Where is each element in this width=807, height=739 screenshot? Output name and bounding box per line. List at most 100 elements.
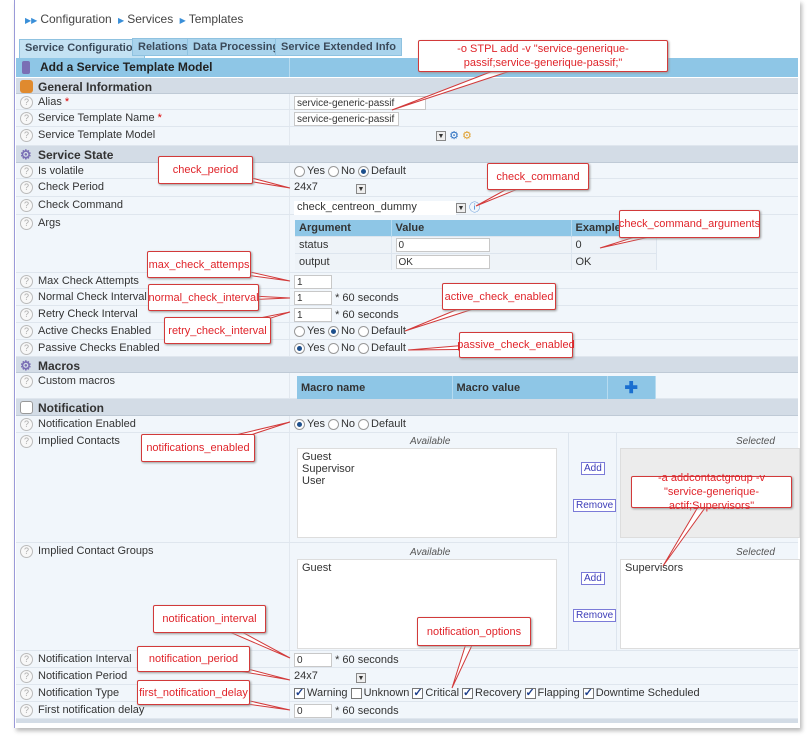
radio-no[interactable]	[327, 342, 339, 354]
max-check-attempts-input[interactable]: 1	[294, 275, 332, 289]
radio-yes[interactable]	[294, 342, 305, 354]
info-icon[interactable]: ⓘ	[469, 202, 481, 214]
help-icon[interactable]: ?	[20, 217, 33, 230]
row-max-check-attempts: ? Max Check Attempts 1	[16, 273, 798, 289]
radio-default[interactable]	[358, 165, 370, 177]
chevron-down-icon[interactable]: ▼	[456, 203, 466, 214]
checkbox-label: Warning	[307, 687, 348, 700]
checkbox-warning[interactable]: ✓	[294, 686, 305, 699]
breadcrumb-configuration[interactable]: Configuration	[40, 12, 112, 26]
label: Max Check Attempts	[38, 275, 139, 287]
checkbox-critical[interactable]: ✓	[412, 686, 424, 699]
groups-selected-list[interactable]: Supervisors	[620, 559, 800, 649]
notification-period-select[interactable]: 24x7	[294, 670, 318, 682]
help-icon[interactable]: ?	[20, 275, 33, 288]
help-icon[interactable]: ?	[20, 325, 33, 338]
radio-default[interactable]	[358, 325, 370, 337]
gear-icon[interactable]: ⚙	[462, 130, 472, 142]
help-icon[interactable]: ?	[20, 704, 33, 717]
list-item[interactable]: Guest	[302, 562, 332, 574]
help-icon[interactable]: ?	[20, 342, 33, 355]
checkbox-flapping[interactable]: ✓	[524, 686, 536, 699]
help-icon[interactable]: ?	[20, 670, 33, 683]
normal-interval-input[interactable]: 1	[294, 291, 332, 305]
add-button[interactable]: Add	[581, 572, 605, 585]
annotation-callout: notification_period	[137, 646, 250, 672]
breadcrumb-templates[interactable]: Templates	[188, 12, 244, 26]
annotation-callout: notifications_enabled	[141, 434, 255, 462]
radio-no[interactable]	[327, 165, 339, 177]
label: First notification delay	[38, 704, 145, 716]
first-delay-input[interactable]: 0	[294, 704, 332, 718]
label: Active Checks Enabled	[38, 325, 152, 337]
tab-service-extended-info[interactable]: Service Extended Info	[275, 38, 402, 56]
list-item[interactable]: Supervisors	[625, 562, 684, 574]
column-header: Macro value	[452, 376, 608, 400]
label: Check Period	[38, 181, 105, 193]
notification-interval-input[interactable]: 0	[294, 653, 332, 667]
template-model-select[interactable]: ▼	[436, 131, 446, 142]
section-title: General Information	[38, 80, 153, 94]
template-name-input[interactable]: service-generic-passif	[294, 112, 399, 126]
tab-data-processing[interactable]: Data Processing	[187, 38, 286, 56]
column-header: Argument	[295, 220, 392, 237]
help-icon[interactable]: ?	[20, 308, 33, 321]
breadcrumb-services[interactable]: Services	[127, 12, 174, 26]
retry-interval-input[interactable]: 1	[294, 308, 332, 322]
radio-default[interactable]	[358, 342, 370, 354]
help-icon[interactable]: ?	[20, 112, 33, 125]
help-icon[interactable]: ?	[20, 129, 33, 142]
check-command-select[interactable]: check_centreon_dummy	[294, 200, 456, 216]
help-icon[interactable]: ?	[20, 291, 33, 304]
list-item[interactable]: Supervisor	[302, 463, 355, 475]
tab-relations[interactable]: Relations	[132, 38, 194, 56]
checkbox-downtime-scheduled[interactable]: ✓	[582, 686, 594, 699]
chevron-down-icon[interactable]: ▼	[356, 672, 366, 683]
help-icon[interactable]: ?	[20, 181, 33, 194]
check-period-select[interactable]: 24x7	[294, 181, 318, 193]
radio-yes[interactable]	[294, 165, 305, 177]
tab-service-configuration[interactable]: Service Configuration	[19, 39, 146, 59]
help-icon[interactable]: ?	[20, 375, 33, 388]
checkbox-recovery[interactable]: ✓	[462, 686, 474, 699]
form-title: Add a Service Template Model	[40, 60, 213, 74]
help-icon[interactable]: ?	[20, 96, 33, 109]
list-item[interactable]: User	[302, 475, 326, 487]
radio-yes[interactable]	[294, 418, 305, 430]
arg-value-input[interactable]: OK	[395, 255, 490, 269]
remove-button[interactable]: Remove	[573, 499, 617, 512]
help-icon[interactable]: ?	[20, 165, 33, 178]
radio-default[interactable]	[358, 418, 370, 430]
help-icon[interactable]: ?	[20, 653, 33, 666]
alias-input[interactable]: service-generic-passif	[294, 96, 426, 110]
chevron-down-icon[interactable]: ▼	[356, 183, 366, 194]
checkbox-unknown[interactable]	[350, 687, 362, 699]
section-title: Notification	[38, 401, 104, 415]
add-button[interactable]: Add	[581, 462, 605, 475]
list-item[interactable]: Guest	[302, 451, 332, 463]
remove-button[interactable]: Remove	[573, 609, 617, 622]
annotation-callout: -o STPL add -v "service-generique-passif…	[418, 40, 668, 72]
radio-no[interactable]	[327, 418, 339, 430]
radio-no[interactable]	[327, 325, 339, 337]
section-service-state: ⚙Service State	[16, 146, 798, 163]
help-icon[interactable]: ?	[20, 199, 33, 212]
help-icon[interactable]: ?	[20, 418, 33, 431]
help-icon[interactable]: ?	[20, 545, 33, 558]
help-icon[interactable]: ?	[20, 687, 33, 700]
help-icon[interactable]: ?	[20, 435, 33, 448]
radio-yes[interactable]	[294, 325, 305, 337]
add-macro-plus-icon[interactable]: ✚	[607, 376, 656, 400]
section-title: Macros	[38, 359, 81, 373]
arg-value-input[interactable]: 0	[395, 238, 490, 252]
info-gear-icon[interactable]: ⚙	[449, 130, 459, 142]
